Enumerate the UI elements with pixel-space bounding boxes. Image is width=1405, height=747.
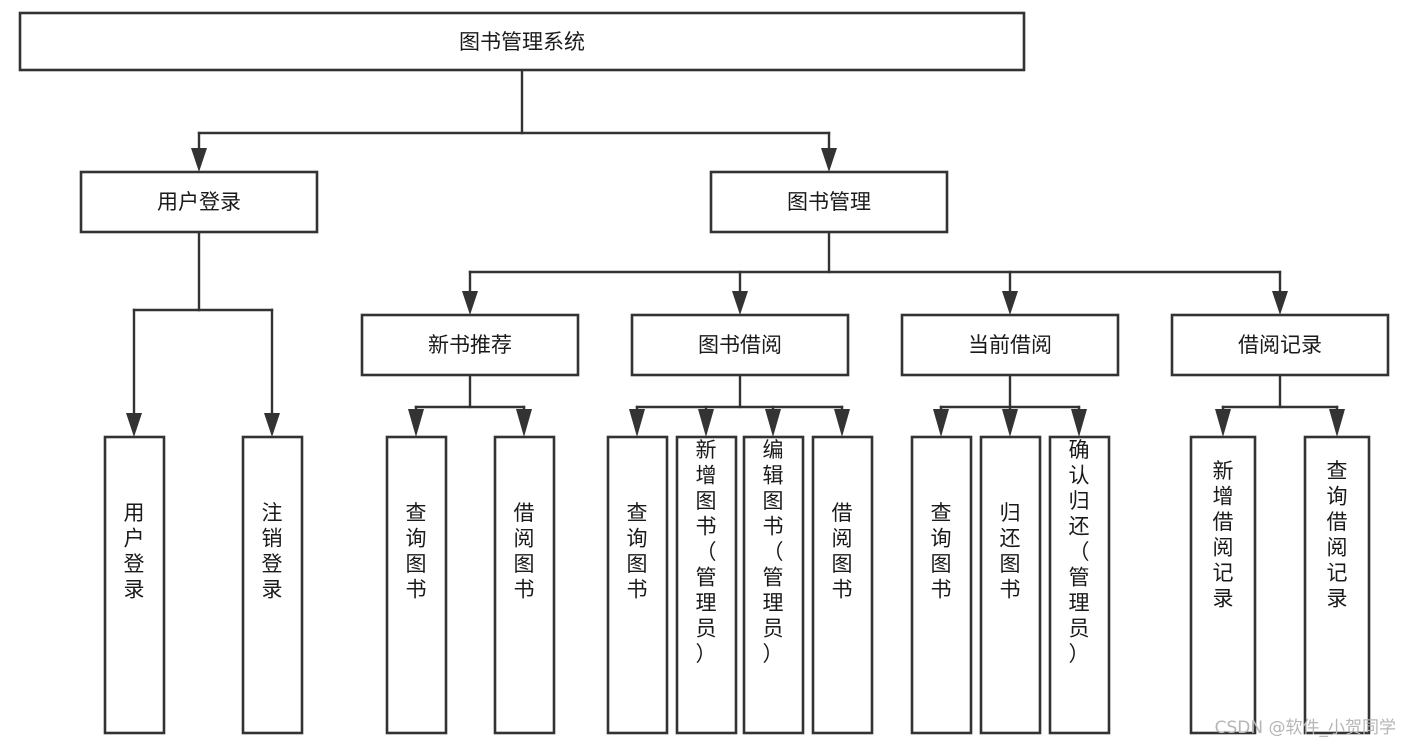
leaf-new-book-1-label: 查询图书 [406, 501, 427, 602]
node-current-box[interactable] [900, 313, 1120, 377]
leaf-current-3-label: 确认归还（管理员） [1069, 438, 1090, 666]
node-book-mgmt[interactable]: 图书管理 [709, 170, 949, 234]
leaf-borrow-1-box[interactable] [606, 435, 669, 735]
leaf-record-1-box[interactable] [1189, 435, 1257, 735]
node-current-label: 当前借阅 [968, 333, 1052, 357]
arrow-book-mgmt-to-current-icon [1002, 291, 1018, 315]
connector-group-book-mgmt [462, 230, 1288, 315]
leaf-current-3[interactable]: 确认归还（管理员） [1048, 435, 1111, 735]
leaf-record-2[interactable]: 查询借阅记录 [1303, 435, 1371, 735]
leaf-new-book-1[interactable]: 查询图书 [385, 435, 448, 735]
leaf-new-book-1-box[interactable] [385, 435, 448, 735]
leaf-record-1[interactable]: 新增借阅记录 [1189, 435, 1257, 735]
leaf-borrow-2-label: 新增图书（管理员） [696, 438, 717, 666]
leaf-borrow-3[interactable]: 编辑图书（管理员） [742, 435, 805, 735]
leaf-new-book-2[interactable]: 借阅图书 [493, 435, 556, 735]
leaf-borrow-4-label: 借阅图书 [832, 501, 853, 602]
node-borrow-label: 图书借阅 [698, 333, 782, 357]
arrow-borrow-leaf-1-icon [629, 409, 645, 437]
leaf-record-2-box[interactable] [1303, 435, 1371, 735]
node-borrow[interactable]: 图书借阅 [630, 313, 850, 377]
connector-group-current [933, 373, 1087, 437]
arrow-record-leaf-1-icon [1215, 409, 1231, 437]
node-borrow-box[interactable] [630, 313, 850, 377]
arrow-current-leaf-3-icon [1071, 409, 1087, 437]
leaf-new-book-2-box[interactable] [493, 435, 556, 735]
leaf-user-login-1[interactable]: 用户登录 [103, 435, 166, 735]
node-record-label: 借阅记录 [1238, 333, 1322, 357]
node-book-mgmt-label: 图书管理 [787, 190, 871, 214]
connector-group-new-book [408, 373, 532, 437]
arrow-book-mgmt-to-borrow-icon [732, 291, 748, 315]
arrow-root-to-user-login-icon [191, 148, 207, 172]
leaf-new-book-2-label: 借阅图书 [514, 501, 535, 602]
leaf-current-2[interactable]: 归还图书 [979, 435, 1042, 735]
node-user-login-label: 用户登录 [157, 190, 241, 214]
leaf-user-login-2[interactable]: 注销登录 [241, 435, 304, 735]
leaf-current-1-box[interactable] [910, 435, 973, 735]
node-new-book[interactable]: 新书推荐 [360, 313, 580, 377]
arrow-book-mgmt-to-record-icon [1272, 291, 1288, 315]
leaf-current-2-box[interactable] [979, 435, 1042, 735]
leaf-borrow-4[interactable]: 借阅图书 [811, 435, 874, 735]
arrow-user-login-leaf-1-icon [126, 413, 142, 437]
node-new-book-label: 新书推荐 [428, 333, 512, 357]
leaf-borrow-1[interactable]: 查询图书 [606, 435, 669, 735]
arrow-user-login-leaf-2-icon [264, 413, 280, 437]
leaf-borrow-2-box[interactable] [675, 435, 738, 735]
node-new-book-box[interactable] [360, 313, 580, 377]
leaf-record-2-label: 查询借阅记录 [1327, 459, 1348, 611]
arrow-borrow-leaf-4-icon [834, 409, 850, 437]
arrow-current-leaf-1-icon [933, 409, 949, 437]
leaf-borrow-3-label: 编辑图书（管理员） [763, 438, 784, 666]
node-root-box[interactable] [18, 11, 1026, 72]
connector-group-borrow [629, 373, 850, 437]
node-root-label: 图书管理系统 [459, 30, 585, 54]
arrow-root-to-book-mgmt-icon [821, 148, 837, 172]
leaf-user-login-2-box[interactable] [241, 435, 304, 735]
arrow-book-mgmt-to-new-book-icon [462, 291, 478, 315]
leaf-borrow-4-box[interactable] [811, 435, 874, 735]
leaf-borrow-3-box[interactable] [742, 435, 805, 735]
leaf-current-1-label: 查询图书 [931, 501, 952, 602]
node-record[interactable]: 借阅记录 [1170, 313, 1390, 377]
leaf-current-1[interactable]: 查询图书 [910, 435, 973, 735]
leaf-current-2-label: 归还图书 [1000, 501, 1021, 602]
connector-group-user-login [126, 230, 280, 437]
watermark-label: CSDN @软件_小贺同学 [1215, 718, 1396, 738]
connector-group-record [1215, 373, 1345, 437]
leaf-borrow-1-label: 查询图书 [627, 501, 648, 602]
arrow-record-leaf-2-icon [1329, 409, 1345, 437]
node-root[interactable]: 图书管理系统 [18, 11, 1026, 72]
node-book-mgmt-box[interactable] [709, 170, 949, 234]
arrow-borrow-leaf-2-icon [698, 409, 714, 437]
node-current[interactable]: 当前借阅 [900, 313, 1120, 377]
node-user-login[interactable]: 用户登录 [79, 170, 319, 234]
leaf-record-1-label: 新增借阅记录 [1213, 459, 1234, 611]
leaf-current-3-box[interactable] [1048, 435, 1111, 735]
leaf-user-login-2-label: 注销登录 [262, 501, 283, 602]
leaf-user-login-1-label: 用户登录 [124, 501, 145, 602]
connector-group-root [191, 68, 837, 172]
leaf-borrow-2[interactable]: 新增图书（管理员） [675, 435, 738, 735]
node-user-login-box[interactable] [79, 170, 319, 234]
node-record-box[interactable] [1170, 313, 1390, 377]
leaf-user-login-1-box[interactable] [103, 435, 166, 735]
arrow-borrow-leaf-3-icon [765, 409, 781, 437]
arrow-new-book-leaf-1-icon [408, 409, 424, 437]
arrow-new-book-leaf-2-icon [516, 409, 532, 437]
arrow-current-leaf-2-icon [1002, 409, 1018, 437]
